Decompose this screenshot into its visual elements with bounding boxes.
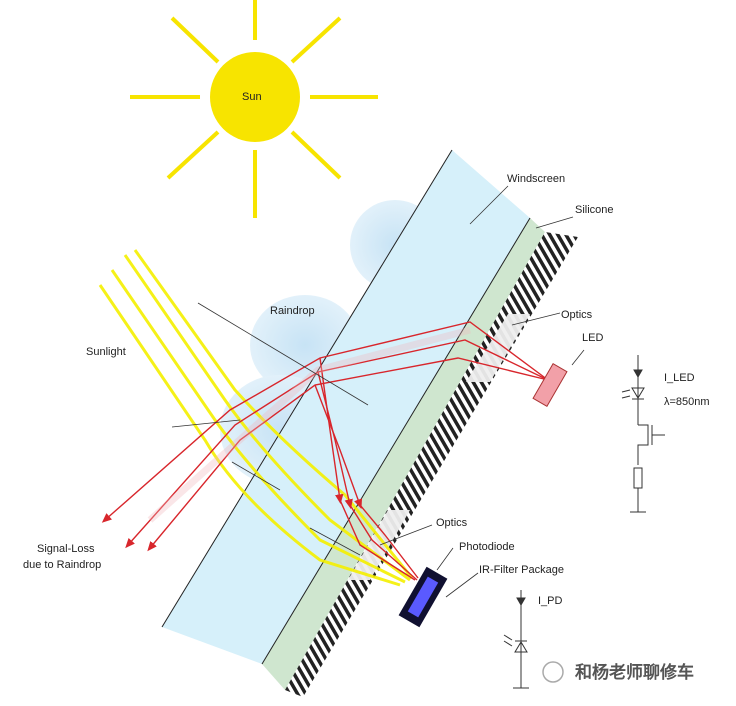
- optics-bottom-label: Optics: [436, 517, 468, 529]
- signal-loss-label-2: due to Raindrop: [23, 559, 101, 571]
- led-label: LED: [582, 332, 603, 344]
- led-driver-circuit: [621, 355, 665, 513]
- sunlight-rays: [98, 249, 414, 587]
- sunlight-label: Sunlight: [86, 346, 126, 358]
- i-pd-label: I_PD: [538, 595, 563, 607]
- wavelength-label: λ=850nm: [664, 396, 710, 408]
- normal-lines: [171, 302, 369, 556]
- signal-loss-label-1: Signal-Loss: [37, 543, 95, 555]
- photodiode-circuit: [503, 590, 529, 689]
- ir-filter-label: IR-Filter Package: [479, 564, 564, 576]
- raindrop-label: Raindrop: [270, 305, 315, 317]
- i-led-label: I_LED: [664, 372, 695, 384]
- optics-top-label: Optics: [561, 309, 593, 321]
- watermark-text: 和杨老师聊修车: [575, 662, 694, 683]
- sun-label: Sun: [242, 91, 262, 103]
- led-component: [532, 362, 568, 408]
- photodiode-label: Photodiode: [459, 541, 515, 553]
- photodiode-package: [398, 566, 448, 628]
- sun-icon: [130, 0, 378, 218]
- wechat-icon: [542, 661, 564, 683]
- watermark: 和杨老师聊修车: [542, 661, 694, 683]
- silicone-label: Silicone: [575, 204, 614, 216]
- optics-top: [466, 314, 530, 382]
- silicone-layer: [262, 218, 545, 690]
- led-rays: [101, 321, 549, 581]
- windscreen-glass: [162, 150, 530, 664]
- windscreen-label: Windscreen: [507, 173, 565, 185]
